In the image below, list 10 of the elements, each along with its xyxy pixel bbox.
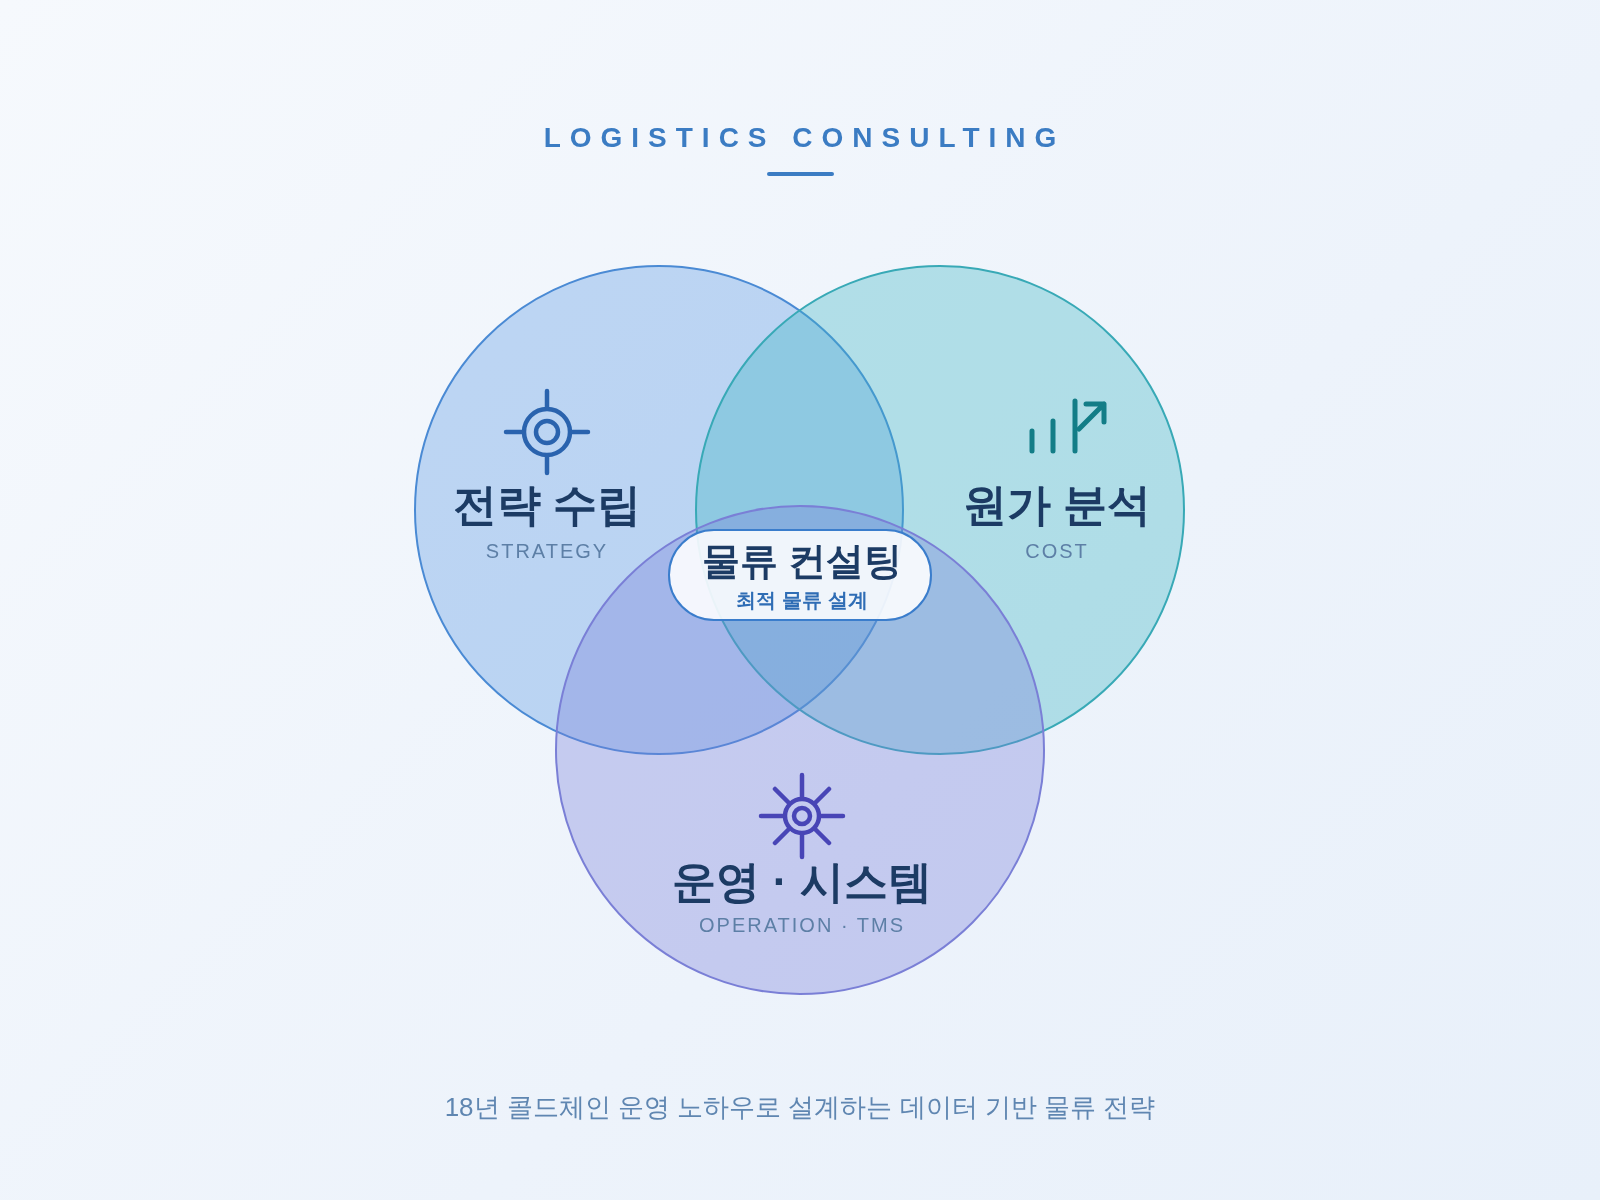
diagram-title: LOGISTICS CONSULTING	[542, 122, 1066, 154]
circle-subtitle: STRATEGY	[485, 540, 609, 562]
circle-title: 전략 수립	[452, 480, 642, 530]
caption: 18년 콜드체인 운영 노하우로 설계하는 데이터 기반 물류 전략	[444, 1091, 1156, 1124]
pill-title: 물류 컨설팅	[701, 541, 903, 583]
pill-subtitle: 최적 물류 설계	[736, 589, 868, 611]
circle-title: 운영 · 시스템	[672, 857, 932, 907]
circle-title: 원가 분석	[962, 480, 1152, 530]
circle-subtitle: COST	[1025, 540, 1089, 562]
circle-subtitle: OPERATION · TMS	[699, 914, 905, 936]
